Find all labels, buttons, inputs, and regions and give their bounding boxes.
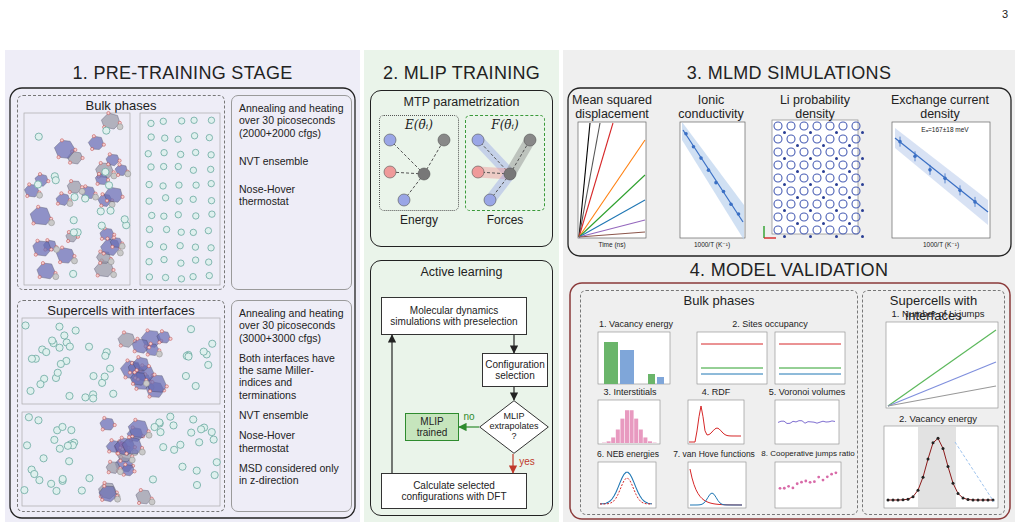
- group-title: Bulk phases: [581, 294, 857, 309]
- plot-label: 4. RDF: [702, 388, 731, 398]
- term-box: F(θ̄ᵢ)Forces: [465, 115, 545, 211]
- process-text: Calculate selected configurations with D…: [384, 480, 524, 503]
- note-text: MSD considered only in z-direction: [239, 462, 344, 487]
- plot-label: Mean squared displacement: [567, 94, 657, 122]
- plot-label: 6. NEB energies: [597, 450, 659, 459]
- stage-panel: 1. PRE-TRAINING STAGEBulk phasesAnnealin…: [5, 50, 360, 522]
- note-text: Nose-Hover thermostat: [239, 183, 344, 208]
- plot-label: 1000/T (K⁻¹): [694, 241, 730, 248]
- term-box: E(θ̄ᵢ)Energy: [379, 115, 459, 211]
- process-text: Molecular dynamics simulations with pres…: [384, 305, 524, 328]
- panel-title: 1. PRE-TRAINING STAGE: [5, 63, 360, 84]
- plot-label: Exchange current density: [890, 94, 990, 122]
- group-box: Supercells with interfaces: [862, 290, 1005, 515]
- edge-label: yes: [519, 456, 535, 467]
- plot-label: 2. Sites occupancy: [732, 320, 808, 330]
- note-box: Annealing and heating over 30 picosecond…: [231, 95, 352, 290]
- plot-label: 2. Vacancy energy: [899, 414, 977, 424]
- plot-label: Li probability density: [769, 94, 861, 122]
- decision-text: MLIP extrapolates ?: [486, 412, 542, 442]
- plot-label: 3. Interstitials: [603, 388, 656, 398]
- note-text: Annealing and heating over 30 picosecond…: [239, 102, 344, 139]
- plot-label: 5. Voronoi volumes: [769, 388, 846, 398]
- note-text: Nose-Hover thermostat: [239, 429, 344, 454]
- page-number: 3: [1002, 8, 1008, 20]
- process-box: Molecular dynamics simulations with pres…: [381, 297, 527, 335]
- process-text: Configuration selection: [485, 359, 545, 382]
- diamond-shape: [480, 401, 549, 454]
- plot-label: Eₐ=167±18 meV: [921, 126, 968, 133]
- term-text: Forces: [466, 213, 544, 227]
- note-text: NVT ensemble: [239, 409, 344, 421]
- panel-title: 3. MLMD SIMULATIONS: [563, 63, 1015, 84]
- note-text: NVT ensemble: [239, 155, 344, 167]
- rounded-box: MTP parametrizationE(θ̄ᵢ)EnergyF(θ̄ᵢ)For…: [370, 90, 553, 247]
- box-title: Active learning: [371, 265, 552, 279]
- group-box: Bulk phases: [17, 95, 225, 290]
- rounded-box: Active learningMolecular dynamics simula…: [370, 260, 553, 516]
- group-title: Bulk phases: [18, 99, 224, 114]
- result-box: MLIP trained: [405, 413, 459, 441]
- stage-panel: 3. MLMD SIMULATIONS: [563, 50, 1015, 258]
- plot-label: 1. Vacancy energy: [599, 320, 673, 330]
- plot-label: Ionic conductivity: [671, 94, 751, 122]
- note-text: Annealing and heating over 30 picosecond…: [239, 307, 344, 344]
- process-box: Configuration selection: [482, 353, 548, 387]
- plot-label: Time (ns): [598, 241, 625, 248]
- result-text: MLIP trained: [408, 416, 456, 439]
- plot-label: 1000/T (K⁻¹): [923, 241, 959, 248]
- plot-label: 1. Number of Li jumps: [892, 309, 985, 319]
- edge-label: no: [463, 411, 474, 422]
- decision-diamond: MLIP extrapolates ?: [479, 400, 549, 454]
- panel-title: 4. MODEL VALIDATION: [563, 260, 1015, 281]
- stage-panel: 2. MLIP TRAINING MTP parametrizationE(θ̄ᵢ…: [364, 50, 559, 522]
- panel-title: 2. MLIP TRAINING: [364, 63, 559, 84]
- note-box: Annealing and heating over 30 picosecond…: [231, 300, 352, 512]
- group-title: Supercells with interfaces: [18, 304, 224, 319]
- group-box: Supercells with interfaces: [17, 300, 225, 512]
- term-text: F(θ̄ᵢ): [466, 118, 544, 132]
- term-text: E(θ̄ᵢ): [380, 118, 458, 132]
- note-text: Both interfaces have the same Miller-ind…: [239, 352, 344, 401]
- process-box: Calculate selected configurations with D…: [381, 473, 527, 509]
- term-text: Energy: [380, 213, 458, 227]
- plot-label: 8. Cooperative jumps ratio: [761, 450, 854, 459]
- box-title: MTP parametrization: [371, 95, 552, 109]
- plot-label: 7. van Hove functions: [673, 450, 755, 459]
